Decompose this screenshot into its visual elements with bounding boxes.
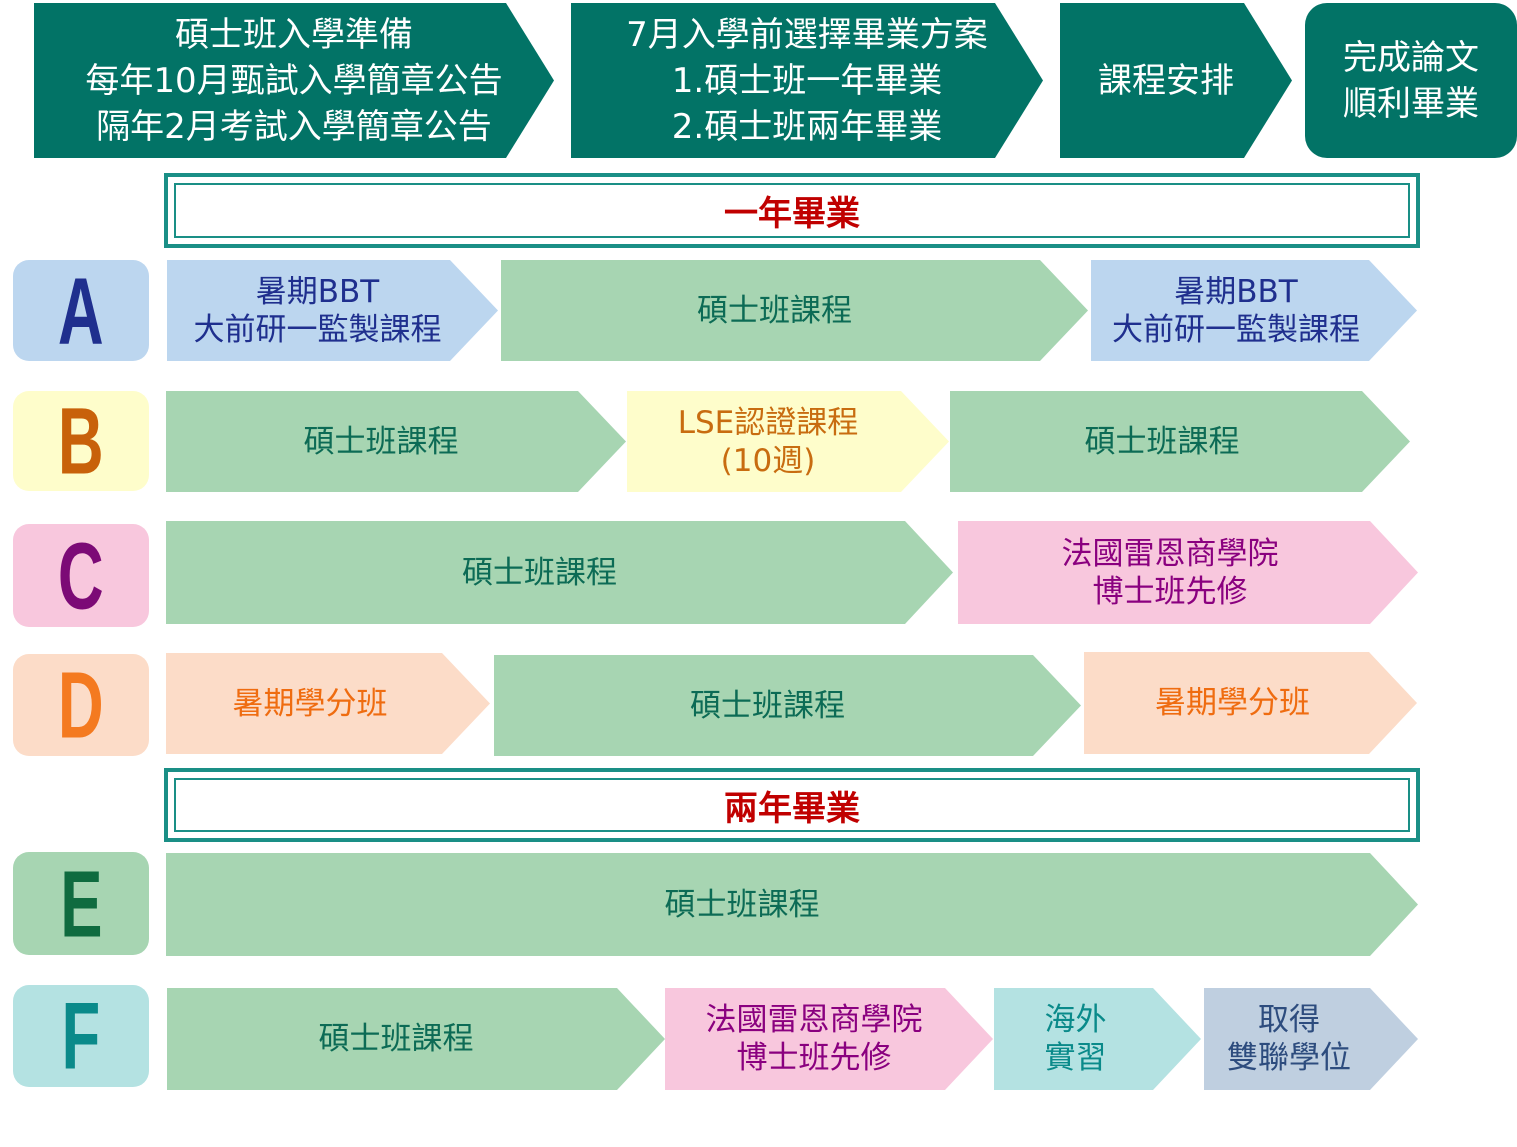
plan-f-seg1-line1: 碩士班課程	[318, 1021, 474, 1057]
step-course-arrangement-label: 課程安排	[1098, 60, 1234, 101]
plan-d-letter-box: D	[13, 651, 149, 758]
plan-d-letter: D	[58, 651, 104, 758]
plan-c-seg2-line2: 博士班先修	[1092, 573, 1248, 610]
step-choose-plan-line3: 2.碩士班兩年畢業	[671, 106, 943, 147]
plan-f-rennes-phd-prep: 法國雷恩商學院 博士班先修	[665, 988, 993, 1090]
plan-a-seg1-line1: 暑期BBT	[255, 273, 380, 310]
step-choose-plan-line1: 7月入學前選擇畢業方案	[626, 14, 988, 55]
banner-two-year-inner: 兩年畢業	[174, 778, 1410, 832]
step-admission-prep-line3: 隔年2月考試入學簡章公告	[96, 106, 492, 147]
plan-b-seg2-line1: LSE認證課程	[677, 404, 859, 441]
banner-two-year: 兩年畢業	[164, 768, 1420, 842]
plan-b-seg2-line2: (10週)	[720, 442, 816, 479]
plan-d-summer-credit-2: 暑期學分班	[1084, 652, 1417, 754]
banner-two-year-label: 兩年畢業	[724, 788, 860, 829]
plan-e-masters-courses: 碩士班課程	[166, 853, 1418, 956]
plan-e-letter-box: E	[13, 850, 149, 956]
plan-a-seg1-line2: 大前研一監製課程	[193, 311, 442, 348]
plan-a-seg3-line2: 大前研一監製課程	[1112, 311, 1360, 348]
step-admission-prep-line1: 碩士班入學準備	[174, 14, 413, 55]
plan-c-seg2-line1: 法國雷恩商學院	[1061, 535, 1279, 572]
plan-d-summer-credit-1: 暑期學分班	[166, 653, 490, 754]
banner-one-year-label: 一年畢業	[724, 194, 860, 234]
plan-a-letter-box: A	[13, 257, 149, 363]
plan-e-letter: E	[59, 849, 103, 957]
banner-one-year: 一年畢業	[164, 173, 1420, 248]
plan-b-seg1-line1: 碩士班課程	[303, 423, 459, 460]
banner-one-year-inner: 一年畢業	[174, 183, 1410, 238]
plan-a-bbt-summer-1: 暑期BBT 大前研一監製課程	[167, 260, 498, 361]
plan-c-masters-courses: 碩士班課程	[166, 521, 953, 624]
plan-d-seg2-line1: 碩士班課程	[690, 687, 845, 724]
plan-c-rennes-phd-prep: 法國雷恩商學院 博士班先修	[958, 521, 1418, 624]
step-admission-prep: 碩士班入學準備 每年10月甄試入學簡章公告 隔年2月考試入學簡章公告	[34, 3, 554, 158]
plan-d-masters-courses: 碩士班課程	[494, 655, 1081, 756]
plan-f-masters-courses: 碩士班課程	[167, 988, 665, 1090]
plan-f-seg2-line1: 法國雷恩商學院	[705, 1002, 923, 1038]
plan-f-seg2-line2: 博士班先修	[736, 1040, 892, 1076]
plan-f-letter: F	[61, 982, 101, 1089]
plan-b-letter-box: B	[13, 387, 149, 494]
plan-c-letter: C	[58, 521, 104, 629]
plan-b-masters-courses-2: 碩士班課程	[950, 391, 1410, 492]
plan-f-overseas-internship: 海外 實習	[994, 988, 1201, 1090]
plan-d-seg3-line1: 暑期學分班	[1155, 685, 1310, 721]
plan-f-dual-degree: 取得 雙聯學位	[1204, 988, 1418, 1090]
plan-f-letter-box: F	[13, 982, 149, 1089]
step-choose-plan-line2: 1.碩士班一年畢業	[671, 60, 943, 101]
plan-f-seg4-line2: 雙聯學位	[1227, 1040, 1351, 1076]
plan-b-lse-course: LSE認證課程 (10週)	[627, 391, 949, 492]
plan-f-seg3-line2: 實習	[1044, 1040, 1107, 1076]
plan-f-seg4-line1: 取得	[1258, 1002, 1320, 1038]
plan-a-masters-courses: 碩士班課程	[501, 260, 1088, 361]
step-graduate: 完成論文 順利畢業	[1305, 3, 1517, 158]
plan-a-seg2-line1: 碩士班課程	[697, 292, 852, 329]
plan-f-seg3-line1: 海外	[1044, 1002, 1107, 1038]
plan-d-seg1-line1: 暑期學分班	[232, 685, 388, 722]
plan-b-seg3-line1: 碩士班課程	[1084, 423, 1240, 460]
step-graduate-line1: 完成論文	[1343, 37, 1479, 78]
step-admission-prep-line2: 每年10月甄試入學簡章公告	[85, 60, 503, 101]
plan-a-bbt-summer-2: 暑期BBT 大前研一監製課程	[1091, 260, 1417, 361]
plan-b-masters-courses-1: 碩士班課程	[166, 391, 626, 492]
plan-b-letter: B	[58, 387, 104, 494]
step-graduate-line2: 順利畢業	[1343, 83, 1479, 124]
step-course-arrangement: 課程安排	[1060, 3, 1292, 158]
step-choose-plan: 7月入學前選擇畢業方案 1.碩士班一年畢業 2.碩士班兩年畢業	[571, 3, 1043, 158]
plan-e-seg1-line1: 碩士班課程	[664, 886, 820, 923]
plan-a-seg3-line1: 暑期BBT	[1174, 273, 1298, 310]
plan-c-letter-box: C	[13, 522, 149, 628]
plan-c-seg1-line1: 碩士班課程	[462, 554, 617, 591]
plan-a-letter: A	[58, 256, 104, 364]
